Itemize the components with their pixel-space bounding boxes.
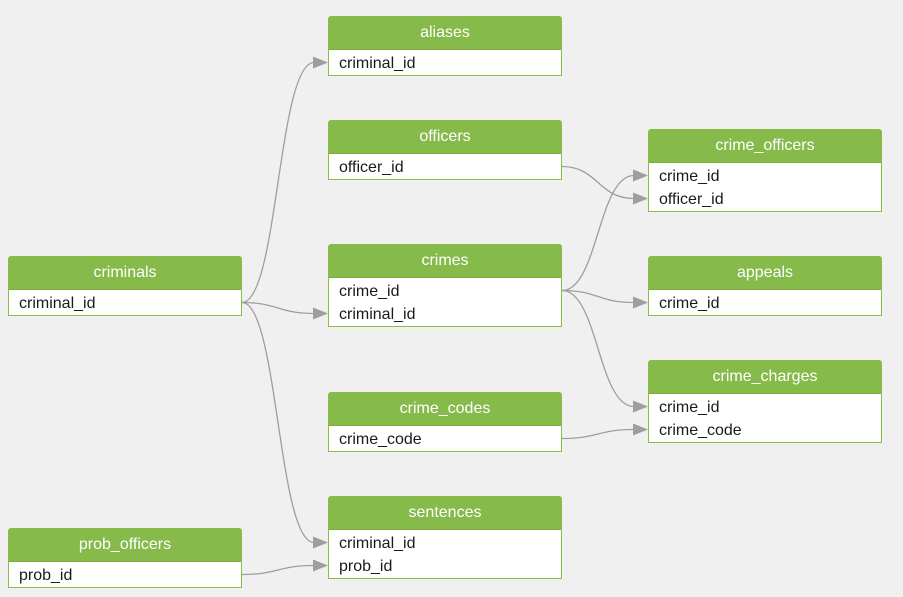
table-title: crime_officers — [649, 130, 881, 163]
table-criminals[interactable]: criminals criminal_id — [8, 256, 242, 316]
field-crime-code: crime_code — [659, 422, 742, 439]
relationship-edge — [561, 165, 646, 200]
table-title: crimes — [329, 245, 561, 278]
relationship-edge — [241, 564, 326, 576]
table-title: officers — [329, 121, 561, 154]
arrowhead — [633, 192, 648, 205]
field-crime-id: crime_id — [659, 295, 720, 312]
table-aliases[interactable]: aliases criminal_id — [328, 16, 562, 76]
table-prob-officers[interactable]: prob_officers prob_id — [8, 528, 242, 588]
relationship-edge — [241, 61, 326, 304]
arrowhead — [313, 307, 328, 320]
table-title: sentences — [329, 497, 561, 530]
relationship-edge — [561, 428, 646, 440]
table-title: criminals — [9, 257, 241, 290]
relationship-edge — [241, 301, 326, 315]
field-crime-code: crime_code — [339, 431, 422, 448]
table-crime-codes[interactable]: crime_codes crime_code — [328, 392, 562, 452]
relationship-edge — [561, 174, 646, 292]
relationship-edge — [561, 289, 646, 304]
arrowhead — [313, 56, 328, 69]
table-officers[interactable]: officers officer_id — [328, 120, 562, 180]
relationship-edge — [561, 289, 646, 408]
table-title: appeals — [649, 257, 881, 290]
table-title: crime_codes — [329, 393, 561, 426]
field-crime-id: crime_id — [659, 168, 720, 185]
table-crime-officers[interactable]: crime_officers crime_id officer_id — [648, 129, 882, 212]
field-officer-id: officer_id — [339, 159, 404, 176]
table-title: crime_charges — [649, 361, 881, 394]
field-criminal-id: criminal_id — [339, 55, 416, 72]
field-criminal-id: criminal_id — [339, 535, 416, 552]
arrowhead — [633, 423, 648, 436]
field-officer-id: officer_id — [659, 191, 724, 208]
field-prob-id: prob_id — [19, 567, 73, 584]
arrowhead — [633, 169, 648, 182]
field-criminal-id: criminal_id — [339, 306, 416, 323]
table-title: prob_officers — [9, 529, 241, 562]
table-crime-charges[interactable]: crime_charges crime_id crime_code — [648, 360, 882, 443]
relationship-edge — [241, 301, 326, 544]
table-sentences[interactable]: sentences criminal_id prob_id — [328, 496, 562, 579]
table-crimes[interactable]: crimes crime_id criminal_id — [328, 244, 562, 327]
field-crime-id: crime_id — [339, 283, 400, 300]
table-appeals[interactable]: appeals crime_id — [648, 256, 882, 316]
arrowhead — [313, 559, 328, 572]
arrowhead — [633, 296, 648, 309]
field-crime-id: crime_id — [659, 399, 720, 416]
arrowhead — [633, 400, 648, 413]
field-criminal-id: criminal_id — [19, 295, 96, 312]
arrowhead — [313, 536, 328, 549]
table-title: aliases — [329, 17, 561, 50]
field-prob-id: prob_id — [339, 558, 393, 575]
